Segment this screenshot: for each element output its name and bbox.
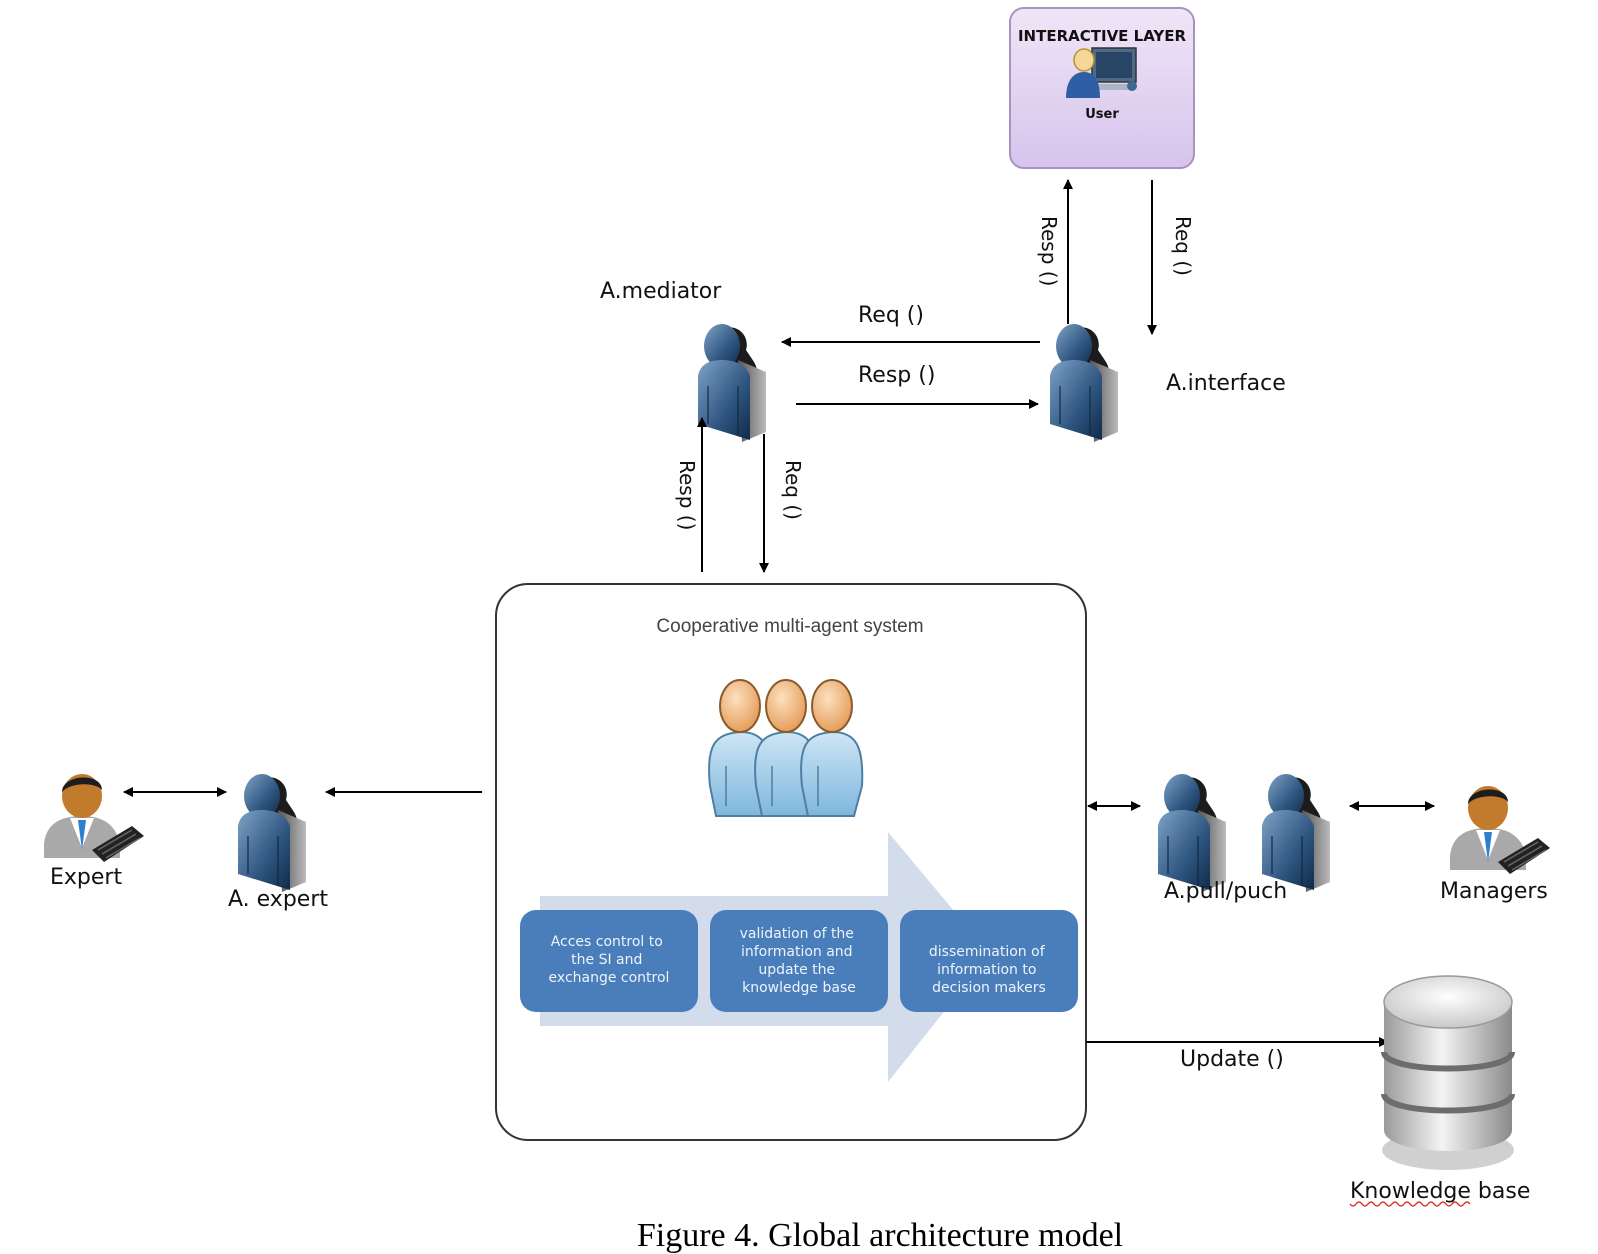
- cooperative-system-title: Cooperative multi-agent system: [656, 616, 923, 637]
- user-label: User: [1085, 107, 1119, 122]
- step-2-line-1: validation of the: [740, 926, 854, 942]
- step-1-line-3: exchange control: [549, 970, 670, 986]
- user-computer-icon: [1066, 47, 1137, 98]
- step-3-line-1: dissemination of: [929, 944, 1046, 960]
- req-label-user-to-interface: Req (): [1171, 216, 1195, 276]
- step-2-line-4: knowledge base: [742, 980, 856, 996]
- agent-push-icon: [1261, 773, 1331, 893]
- agent-interface-label: A.interface: [1166, 371, 1286, 396]
- process-step-3: dissemination of information to decision…: [900, 910, 1078, 1012]
- resp-label-interface-to-user: Resp (): [1037, 216, 1061, 286]
- resp-label-mediator-to-interface: Resp (): [858, 363, 935, 388]
- svg-text:Acces control to the S: Acces control to the SI and exchange con…: [549, 934, 670, 986]
- svg-text:dissemination of infor: dissemination of information to decision…: [929, 944, 1049, 996]
- multi-agent-group-icon: [708, 679, 864, 817]
- expert-person-icon: [43, 773, 145, 863]
- step-3-line-3: decision makers: [932, 980, 1046, 996]
- process-step-1: Acces control to the SI and exchange con…: [520, 910, 698, 1012]
- spellcheck-underline: [1349, 1201, 1471, 1207]
- cooperative-system-box: Cooperative multi-agent system Acces con…: [495, 583, 1087, 1141]
- figure-caption: Figure 4. Global architecture model: [637, 1217, 1123, 1254]
- update-label: Update (): [1180, 1047, 1284, 1072]
- agent-expert-label: A. expert: [228, 887, 328, 912]
- step-1-line-1: Acces control to: [551, 934, 663, 950]
- resp-label-system-to-mediator: Resp (): [675, 460, 699, 530]
- interactive-layer-box: INTERACTIVE LAYER User: [1009, 7, 1195, 169]
- knowledge-base-label: Knowledge base: [1350, 1179, 1530, 1204]
- agent-pull-push-label: A.pull/puch: [1164, 879, 1287, 904]
- interactive-layer-title: INTERACTIVE LAYER: [1018, 27, 1187, 45]
- process-step-2: validation of the information and update…: [710, 910, 888, 1012]
- svg-text:validation of the info: validation of the information and update…: [740, 926, 859, 996]
- database-icon: [1381, 975, 1515, 1170]
- step-1-line-2: the SI and: [571, 952, 642, 968]
- req-label-interface-to-mediator: Req (): [858, 303, 924, 328]
- managers-person-icon: [1449, 785, 1551, 875]
- agent-expert-icon: [237, 773, 307, 893]
- agent-pull-icon: [1157, 773, 1227, 893]
- req-label-mediator-to-system: Req (): [781, 460, 805, 520]
- agent-mediator-icon: [697, 323, 767, 443]
- step-2-line-3: update the: [758, 962, 835, 978]
- expert-label: Expert: [50, 865, 122, 890]
- step-2-line-2: information and: [741, 944, 853, 960]
- step-3-line-2: information to: [937, 962, 1036, 978]
- agent-interface-icon: [1049, 323, 1119, 443]
- agent-mediator-label: A.mediator: [600, 279, 722, 304]
- managers-label: Managers: [1440, 879, 1548, 904]
